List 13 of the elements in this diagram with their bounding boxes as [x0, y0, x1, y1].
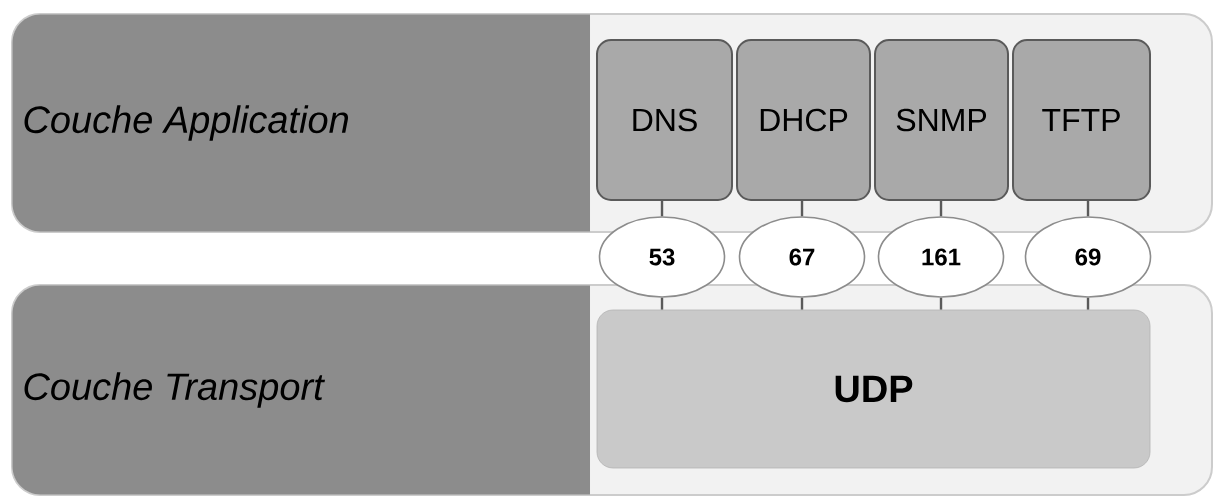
- connector-line: [1086, 201, 1090, 217]
- connector-line: [939, 201, 943, 217]
- protocol-box: TFTP: [1012, 39, 1151, 201]
- protocol-box: DNS: [596, 39, 733, 201]
- connector-line: [800, 297, 804, 310]
- connector-line: [660, 297, 664, 310]
- connector-line: [1086, 297, 1090, 310]
- protocol-box: DHCP: [736, 39, 871, 201]
- protocol-box: SNMP: [874, 39, 1009, 201]
- connector-line: [660, 201, 664, 217]
- transport-protocol-box: UDP: [596, 309, 1151, 469]
- connector-line: [800, 201, 804, 217]
- connector-line: [939, 297, 943, 310]
